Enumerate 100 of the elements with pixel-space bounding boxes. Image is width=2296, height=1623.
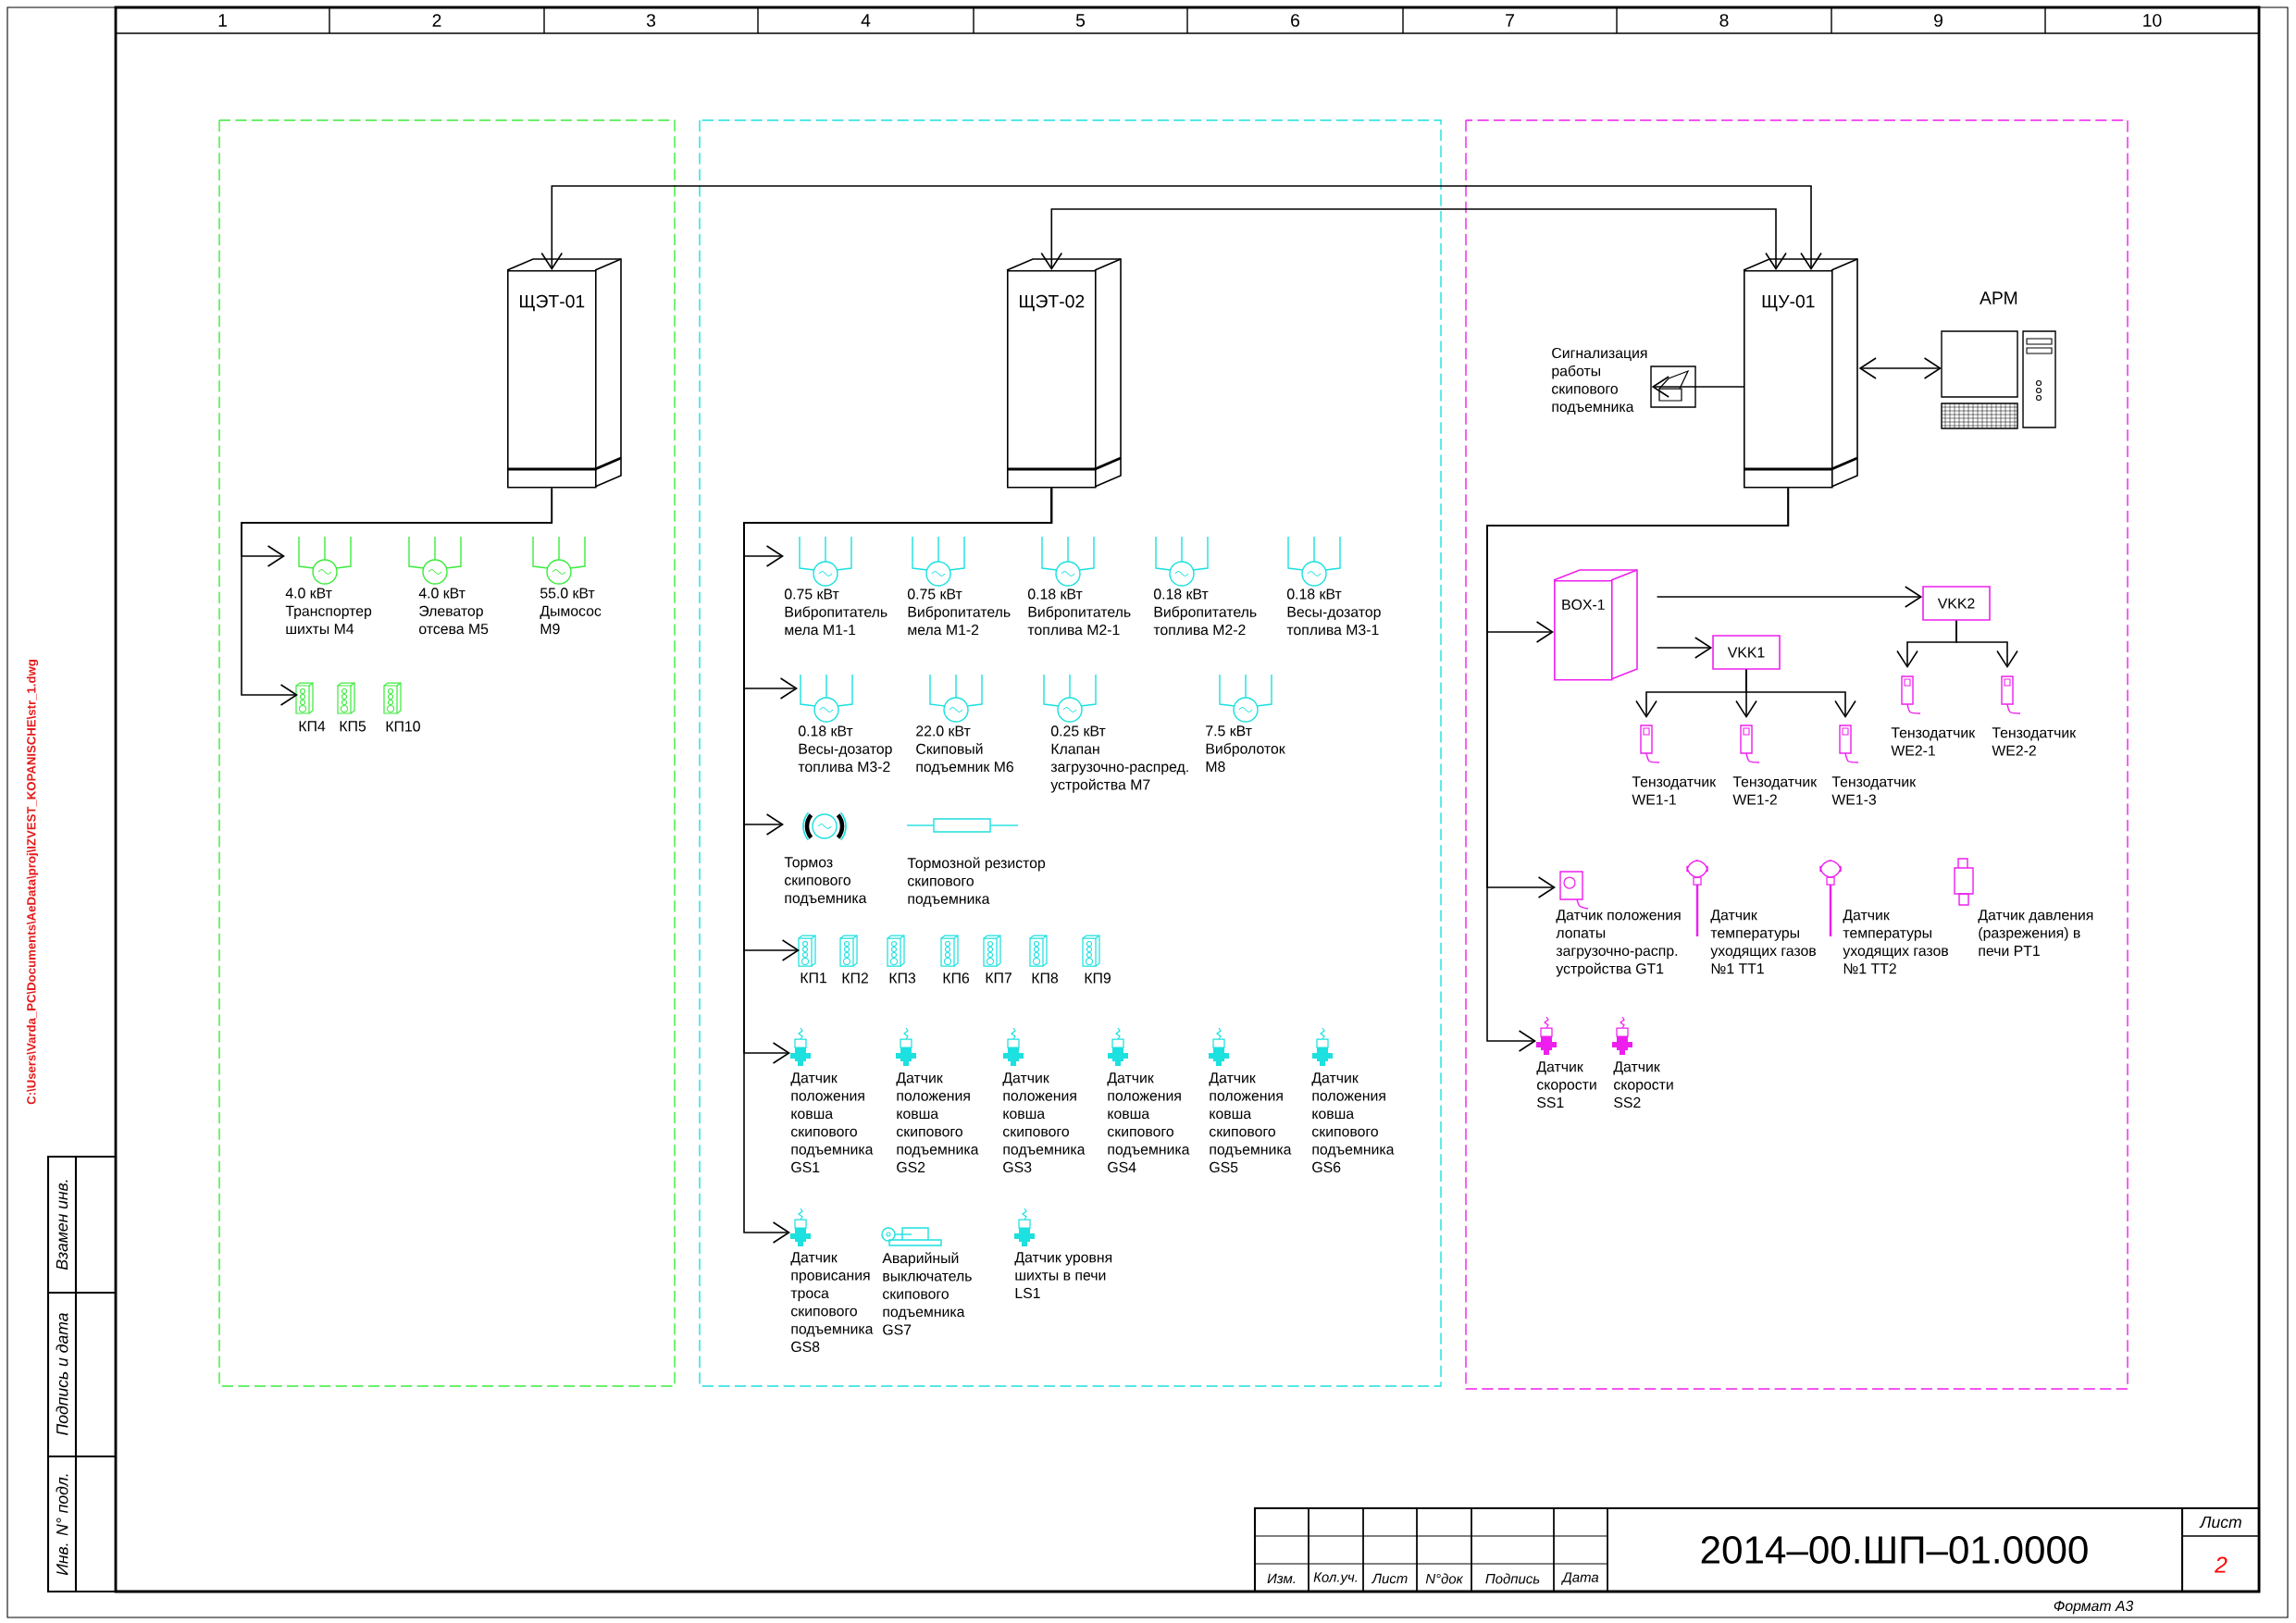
node-label: КП2 <box>842 973 868 984</box>
node-label: Датчик температуры уходящих газов №1 TT1 <box>1710 910 1817 974</box>
node-label: АРМ <box>1980 291 2017 304</box>
node-label: Тензодатчик WE2-1 <box>1891 727 1976 756</box>
cabinet: ЩЭТ-01 <box>506 258 622 489</box>
load-cell: Тензодатчик WE1-2 <box>1732 725 1818 805</box>
node-label: 4.0 кВт <box>285 588 332 599</box>
sensor: Датчик положения ковша скипового подъемника GS3 <box>1002 1027 1086 1173</box>
title-block-label: Дата <box>1560 1572 1599 1585</box>
node-label: Датчик положения ковша скипового подъемника GS2 <box>896 1072 979 1173</box>
format-label: Формат А3 <box>2054 1600 2134 1615</box>
resistor: Тормозной резистор скипового подъемника <box>906 818 1046 907</box>
load-cell: Тензодатчик WE2-1 <box>1891 675 1976 756</box>
control-post: КП6 <box>940 935 970 984</box>
stamp-label: Подпись и дата <box>56 1313 68 1435</box>
control-post: КП5 <box>337 682 366 732</box>
arrow <box>1745 669 1856 718</box>
column-number: 8 <box>1719 14 1729 27</box>
motor: 4.0 кВт Элеватор отсева M5 <box>408 536 489 635</box>
controller-box: VKK2 <box>1922 586 1991 621</box>
motor: 0.75 кВт Вибропитатель мела M1-1 <box>784 536 887 636</box>
node-label: КП9 <box>1085 973 1111 984</box>
column-number: 5 <box>1075 14 1086 27</box>
stamp-label: Взамен инв. <box>56 1180 68 1270</box>
junction-box: BOX-1 <box>1553 569 1638 681</box>
title-block-label: Подпись <box>1485 1573 1540 1584</box>
title-block-label: Лист <box>1371 1573 1408 1584</box>
signal-lamp: Сигнализация работы скипового подъемника <box>1552 347 1696 415</box>
node-label: Элеватор отсева M5 <box>419 605 489 635</box>
position-sensor: Датчик положения лопаты загрузочно-распр. устройства GT1 <box>1556 871 1681 977</box>
column-number: 10 <box>2143 14 2162 27</box>
sheet-number: 2 <box>2215 1556 2228 1573</box>
node-label: Тормоз скипового подъемника <box>784 857 867 907</box>
node-label: Датчик положения ковша скипового подъемника GS6 <box>1311 1072 1395 1173</box>
load-cell: Тензодатчик WE2-2 <box>1992 675 2077 756</box>
emergency-switch: Аварийный выключатель скипового подъемника GS7 <box>881 1227 972 1335</box>
arrow <box>1656 586 1923 608</box>
node-label: Вибропитатель мела M1-2 <box>908 606 1011 636</box>
motor: 4.0 кВт Транспортер шихты M4 <box>285 536 372 635</box>
cabinet: ЩУ-01 <box>1743 258 1858 489</box>
node-label: 0.18 кВт <box>1027 588 1083 600</box>
control-post: КП2 <box>839 935 868 984</box>
motor: 0.18 кВт Вибропитатель топлива M2-1 <box>1027 536 1131 636</box>
node-label: Тензодатчик WE1-2 <box>1732 776 1818 805</box>
control-post: КП3 <box>887 935 916 984</box>
node-label: КП6 <box>943 973 970 984</box>
sheet-label: Лист <box>2199 1516 2241 1529</box>
sensor: Датчик уровня шихты в печи LS1 <box>1014 1208 1112 1299</box>
node-label: 0.75 кВт <box>784 588 839 600</box>
sensor: Датчик положения ковша скипового подъемника GS5 <box>1209 1027 1292 1173</box>
node-label: 0.75 кВт <box>907 588 962 600</box>
node-label: Датчик провисания троса скипового подъемника GS8 <box>790 1252 874 1353</box>
arrow <box>1040 208 1787 270</box>
column-number: 6 <box>1291 14 1300 27</box>
sensor: Датчик скорости SS1 <box>1536 1016 1596 1109</box>
arrow <box>241 487 553 706</box>
node-label: 22.0 кВт <box>916 725 971 737</box>
arrow <box>1858 357 1942 379</box>
motor: 0.75 кВт Вибропитатель мела M1-2 <box>907 536 1011 636</box>
node-label: Вибролоток M8 <box>1206 742 1285 773</box>
node-label: Тензодатчик WE1-3 <box>1831 776 1917 805</box>
node-label: Датчик скорости SS2 <box>1613 1061 1673 1109</box>
arrow <box>1651 376 1744 398</box>
node-label: КП10 <box>386 721 420 732</box>
arrow <box>1656 637 1713 659</box>
arrow <box>540 185 1822 270</box>
motor: 0.18 кВт Весы-дозатор топлива M3-2 <box>798 674 892 773</box>
file-path: C:\Users\Varda_PC\Documents\AeData\proj\IZVEST_KOPANISCHE\str_1.dwg <box>26 660 39 1105</box>
document-number: 2014–00.ШП–01.0000 <box>1701 1536 2088 1564</box>
node-label: Датчик положения ковша скипового подъемника GS1 <box>790 1072 874 1173</box>
load-cell: Тензодатчик WE1-1 <box>1632 725 1717 805</box>
control-post: КП10 <box>383 682 420 732</box>
brake: Тормоз скипового подъемника <box>784 812 867 907</box>
node-label: Тензодатчик WE2-2 <box>1992 727 2077 756</box>
arrow <box>1955 620 2018 668</box>
motor: 55.0 кВт Дымосос M9 <box>532 536 602 635</box>
node-label: Весы-дозатор топлива M3-2 <box>798 743 892 773</box>
node-label: Датчик положения ковша скипового подъемника GS3 <box>1002 1072 1086 1173</box>
node-label: Тормозной резистор скипового подъемника <box>907 857 1046 907</box>
node-label: 0.18 кВт <box>1286 588 1342 600</box>
cabinet: ЩЭТ-02 <box>1006 258 1122 489</box>
node-label: Вибропитатель топлива M2-1 <box>1027 606 1131 636</box>
title-block-label: Кол.уч. <box>1313 1572 1358 1585</box>
node-label: Датчик положения ковша скипового подъемника GS5 <box>1209 1072 1292 1173</box>
node-label: Транспортер шихты M4 <box>285 605 372 635</box>
node-label: Датчик давления (разрежения) в печи PT1 <box>1978 910 2093 957</box>
sensor: Датчик положения ковша скипового подъемника GS2 <box>896 1027 979 1173</box>
control-post: КП7 <box>983 935 1011 984</box>
node-label: 55.0 кВт <box>540 588 595 599</box>
node-label: Датчик скорости SS1 <box>1536 1061 1596 1109</box>
node-label: Датчик положения ковша скипового подъемника GS4 <box>1107 1072 1190 1173</box>
arrow <box>743 487 1053 1244</box>
column-number: 9 <box>1934 14 1942 27</box>
arrow <box>1486 487 1790 1052</box>
node-label: Датчик уровня шихты в печи LS1 <box>1014 1252 1112 1299</box>
title-block-label: Изм. <box>1267 1573 1296 1584</box>
control-post: КП8 <box>1029 935 1059 984</box>
node-label: 0.18 кВт <box>798 725 853 737</box>
column-number: 2 <box>432 14 441 27</box>
temperature-sensor: Датчик температуры уходящих газов №1 TT2 <box>1819 860 1949 974</box>
